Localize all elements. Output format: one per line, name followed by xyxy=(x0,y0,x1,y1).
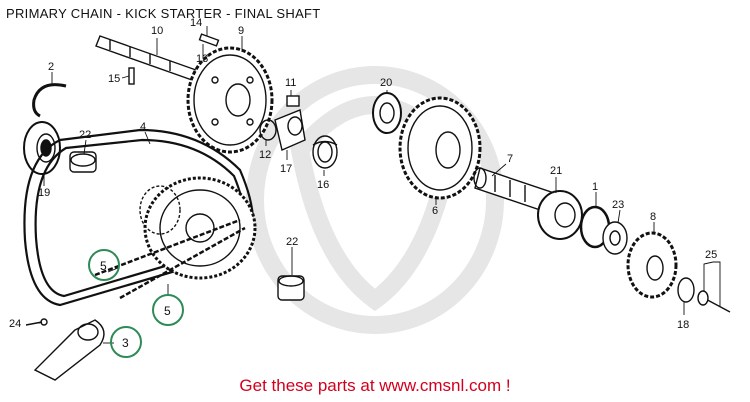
pin-15 xyxy=(128,67,135,85)
callout-4: 4 xyxy=(140,121,146,133)
callout-9: 9 xyxy=(238,25,244,37)
callout-10: 10 xyxy=(151,25,163,37)
watermark-logo xyxy=(246,66,504,334)
gear-6 xyxy=(398,96,482,200)
callout-14: 14 xyxy=(190,17,202,29)
bearing-21 xyxy=(537,190,583,240)
kick-collar-17 xyxy=(259,109,306,151)
callout-5b: 5 xyxy=(164,304,171,318)
spring-16 xyxy=(312,135,338,169)
washer-18 xyxy=(677,277,695,303)
highlight-circle-3 xyxy=(110,326,142,358)
leader-lines xyxy=(36,26,721,344)
callout-20: 20 xyxy=(380,77,392,89)
circlip-2 xyxy=(32,83,67,118)
clip-11 xyxy=(286,95,300,107)
callout-6: 6 xyxy=(432,205,438,217)
callout-22b: 22 xyxy=(286,236,298,248)
tensioner-arm-3 xyxy=(33,319,105,381)
callouts: 10 14 9 13 15 2 22 4 19 11 12 17 16 20 6… xyxy=(9,17,717,331)
collar-23 xyxy=(602,221,628,255)
page-title: PRIMARY CHAIN - KICK STARTER - FINAL SHA… xyxy=(6,6,321,21)
bearing-19 xyxy=(23,121,61,175)
callout-13: 13 xyxy=(196,53,208,65)
callout-5a: 5 xyxy=(100,259,107,273)
callout-23: 23 xyxy=(612,199,624,211)
sprocket-assembly xyxy=(139,176,257,280)
callout-21: 21 xyxy=(550,165,562,177)
callout-24: 24 xyxy=(9,318,21,330)
highlight-circle-5a xyxy=(88,249,120,281)
callout-18: 18 xyxy=(677,319,689,331)
callout-11: 11 xyxy=(285,77,296,89)
callout-17: 17 xyxy=(280,163,292,175)
gear-9 xyxy=(186,46,274,154)
callout-12: 12 xyxy=(259,149,271,161)
bolt-24 xyxy=(25,318,48,326)
callout-7: 7 xyxy=(507,153,513,165)
callout-22a: 22 xyxy=(79,129,91,141)
bushing-22b xyxy=(277,275,305,301)
pin-14 xyxy=(198,33,220,47)
footer-link[interactable]: Get these parts at www.cmsnl.com ! xyxy=(239,376,511,395)
drive-sprocket-8 xyxy=(626,231,678,299)
callout-15: 15 xyxy=(108,73,120,85)
callout-19: 19 xyxy=(38,187,50,199)
callout-16: 16 xyxy=(317,179,329,191)
bushing-22a xyxy=(69,151,97,173)
callout-25: 25 xyxy=(705,249,717,261)
callout-8: 8 xyxy=(650,211,656,223)
highlight-circle-5b xyxy=(152,294,184,326)
bearing-20 xyxy=(372,92,402,134)
callout-3: 3 xyxy=(122,336,129,350)
callout-1: 1 xyxy=(592,181,598,193)
callout-2: 2 xyxy=(48,61,54,73)
highlighted-callouts xyxy=(88,249,184,358)
bolt-25 xyxy=(697,290,731,313)
